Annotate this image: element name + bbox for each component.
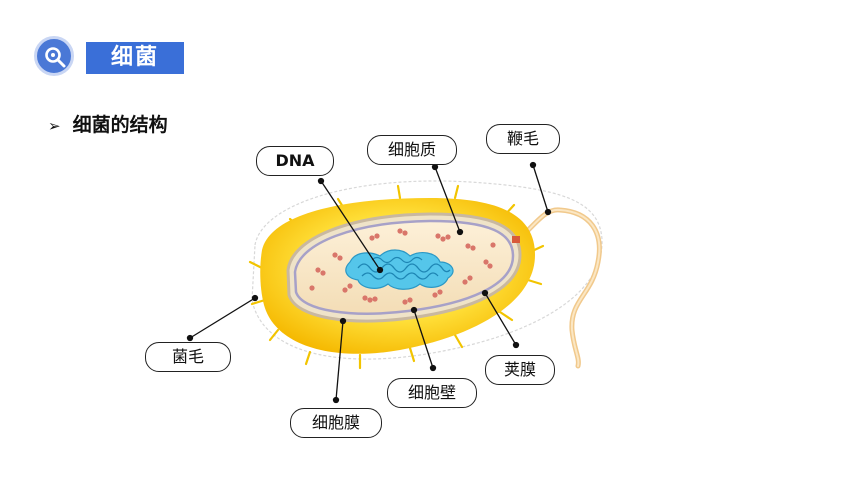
search-icon <box>34 36 74 76</box>
section-title: 细菌 <box>86 42 184 74</box>
subtitle-text: 细菌的结构 <box>72 114 168 136</box>
leader-lines <box>186 161 552 404</box>
label-flagellum: 鞭毛 <box>486 124 560 154</box>
ribosomes <box>309 228 496 305</box>
label-pilus: 菌毛 <box>145 342 231 372</box>
halo-outline <box>251 180 603 360</box>
subtitle: ➢ 细菌的结构 <box>48 110 168 137</box>
arrow-bullet-icon: ➢ <box>48 117 61 135</box>
label-cell-membrane: 细胞膜 <box>290 408 382 438</box>
label-dna: DNA <box>256 146 334 176</box>
label-cell-wall: 细胞壁 <box>387 378 477 408</box>
label-capsule: 荚膜 <box>485 355 555 385</box>
label-cytoplasm: 细胞质 <box>367 135 457 165</box>
